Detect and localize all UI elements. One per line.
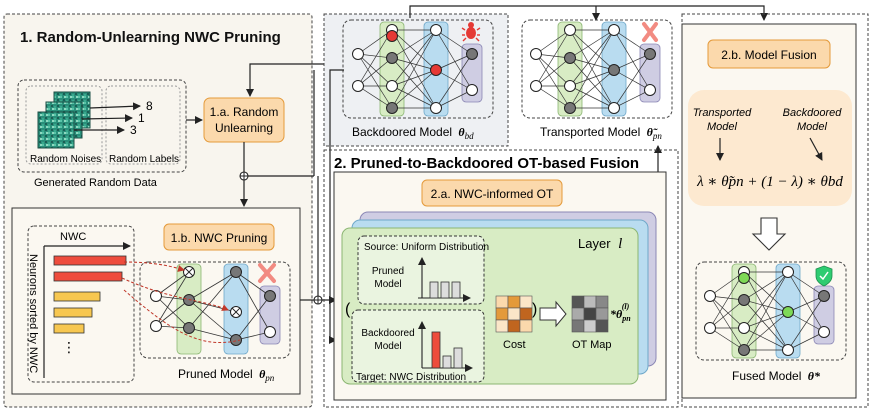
ot-map-label: OT Map: [572, 339, 612, 351]
transported-network-box: [521, 19, 673, 119]
fusion-formula-box: [688, 90, 852, 206]
backdoored-line1: Backdoored: [361, 328, 414, 339]
random-noises-box: [25, 85, 103, 165]
label-arrows: [74, 102, 141, 134]
step-1b-box: [163, 223, 275, 251]
nwc-label: NWC: [60, 231, 86, 243]
uniform-bars: [429, 281, 461, 299]
random-noises-label: Random Noises: [30, 154, 101, 165]
nwc-bar-3: [53, 291, 101, 302]
backdoored-network-box: [342, 19, 494, 119]
step-2a-box: [421, 179, 563, 207]
fusion-backdoored-line1: Backdoored: [783, 107, 843, 119]
label-value-1: 1: [138, 111, 145, 125]
step-2b-box: [707, 39, 831, 69]
transported-model-label: Transported Model θ̃pn: [540, 125, 662, 141]
generated-data-label: Generated Random Data: [34, 177, 158, 189]
fused-network-box: [695, 261, 847, 361]
ot-map-matrix: [571, 295, 609, 333]
left-panel-title: 1. Random-Unlearning NWC Pruning: [20, 29, 281, 46]
backdoored-network-edges: [357, 29, 473, 109]
nwc-bars-box: [27, 225, 135, 383]
close-paren: ): [532, 301, 537, 318]
backdoored-line2: Model: [374, 341, 401, 352]
step-1b-label: 1.b. NWC Pruning: [171, 231, 268, 245]
reject-x-icon: [258, 263, 276, 283]
pruned-network-edges: [155, 271, 271, 341]
random-labels-label: Random Labels: [109, 154, 179, 165]
fused-model-label: Fused Model θ*: [732, 369, 821, 383]
label-value-3: 3: [130, 123, 137, 137]
cost-label: Cost: [503, 339, 526, 351]
fusion-transported-line1: Transported: [693, 107, 752, 119]
nwc-bar-2: [53, 271, 123, 282]
nwc-bar-5: [53, 323, 85, 334]
pruned-line1: Pruned: [372, 266, 404, 277]
step-2b-label: 2.b. Model Fusion: [721, 48, 816, 62]
cost-to-map-arrow: [539, 300, 567, 328]
fusion-formula: λ ∗ θ̃pn + (1 − λ) ∗ θbd: [696, 174, 843, 190]
formula-to-fused-arrow: [751, 217, 787, 251]
pruned-model-label: Pruned Model θpn: [178, 367, 275, 383]
pruned-neuron-icon: [184, 267, 241, 317]
backdoor-to-ot-line: [329, 69, 344, 344]
backdoor-neuron-red: [386, 30, 398, 42]
fusion-transported-line2: Model: [707, 121, 738, 133]
label-value-8: 8: [146, 99, 153, 113]
step-2a-label: 2.a. NWC-informed OT: [431, 187, 554, 201]
backdoor-top-line: [409, 5, 768, 21]
pruning-red-arrows: [123, 261, 185, 272]
transported-reject-x-icon: [642, 22, 658, 42]
middle-panel-title: 2. Pruned-to-Backdoored OT-based Fusion: [334, 155, 639, 172]
pruned-network-box: [139, 261, 291, 359]
neurons-sorted-label: Neurons sorted by NWC: [27, 254, 39, 373]
backdoor-to-unlearning-arrow: [246, 63, 344, 97]
nwc-bars: [53, 255, 127, 334]
noise-images: [37, 91, 91, 149]
open-paren: (: [345, 301, 351, 318]
step-1a-label-line1: 1.a. Random: [210, 105, 279, 119]
bug-icon: [461, 22, 481, 42]
layer-label: Layer l: [578, 236, 622, 252]
theta-expression: *θpn(l): [610, 302, 631, 323]
nwc-ellipsis: ⋮: [62, 339, 76, 355]
transported-network-nodes: [530, 24, 656, 114]
pruned-line2: Model: [374, 279, 401, 290]
nwc-bar-4: [53, 307, 93, 318]
cost-matrix: [495, 295, 533, 333]
ot-fusion-panel: [323, 149, 679, 408]
nwc-target-bars: [431, 331, 463, 369]
fused-network-edges: [709, 271, 825, 351]
fused-green-neuron: [738, 272, 750, 284]
step-1a-label-line2: Unlearning: [215, 121, 273, 135]
generated-data-box: [17, 79, 187, 173]
transported-network-edges: [535, 29, 651, 109]
source-label: Source: Uniform Distribution: [364, 242, 489, 253]
random-labels-box: [105, 85, 181, 165]
nwc-bar-1: [53, 255, 127, 266]
target-label: Target: NWC Distribution: [356, 372, 466, 383]
fusion-backdoored-line2: Model: [797, 121, 828, 133]
shield-icon: [815, 265, 833, 287]
backdoored-model-label: Backdoored Model θbd: [352, 125, 474, 141]
